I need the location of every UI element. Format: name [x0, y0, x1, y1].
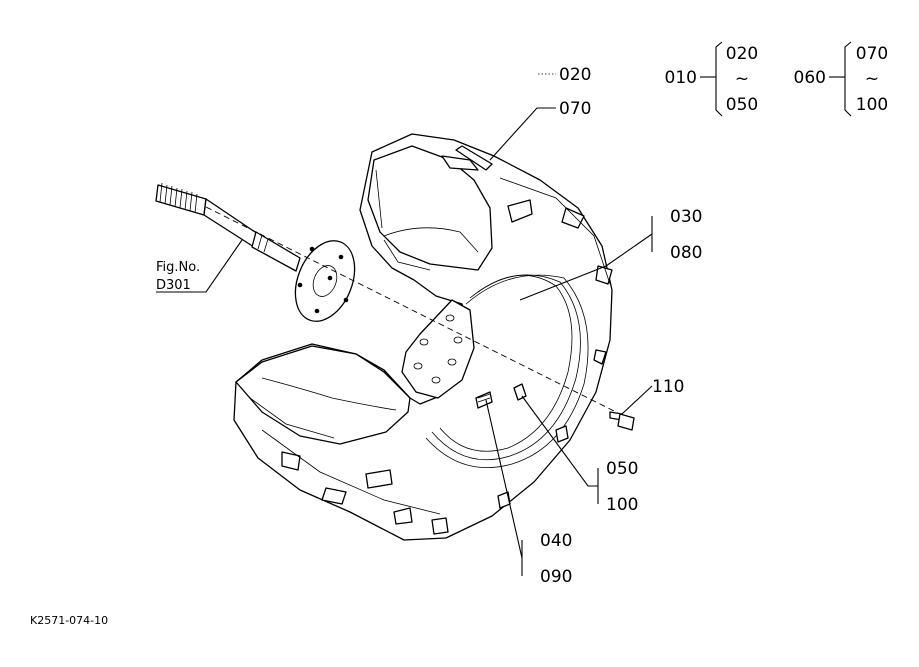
callout-030: 030 — [670, 207, 702, 227]
axle-flange — [294, 240, 356, 322]
callout-050: 050 — [606, 459, 638, 479]
group-range-from: 020 — [726, 44, 758, 64]
group-range-separator: ~ — [865, 69, 879, 89]
group-range-separator: ~ — [735, 69, 749, 89]
leader-lines — [156, 41, 852, 576]
callout-100: 100 — [606, 495, 638, 515]
callout-070: 070 — [559, 99, 591, 119]
callout-080: 080 — [670, 243, 702, 263]
axle-shaft — [155, 182, 301, 272]
axis-line — [205, 206, 621, 415]
group-060: 060 070 ~ 100 — [794, 44, 889, 115]
figure-ref-number: D301 — [156, 278, 191, 293]
group-range-from: 070 — [856, 44, 888, 64]
drawing-code: K2571-074-10 — [30, 614, 108, 627]
callout-020: 020 — [559, 65, 591, 85]
group-id: 010 — [665, 68, 697, 88]
group-range-to: 050 — [726, 95, 758, 115]
callout-040: 040 — [540, 531, 572, 551]
group-range-to: 100 — [856, 95, 888, 115]
figure-ref-label: Fig.No. — [156, 260, 200, 275]
callout-090: 090 — [540, 567, 572, 587]
wheel-bolt — [609, 411, 635, 431]
group-010: 010 020 ~ 050 — [665, 44, 759, 115]
group-id: 060 — [794, 68, 826, 88]
callout-110: 110 — [652, 377, 684, 397]
tire — [233, 133, 613, 541]
